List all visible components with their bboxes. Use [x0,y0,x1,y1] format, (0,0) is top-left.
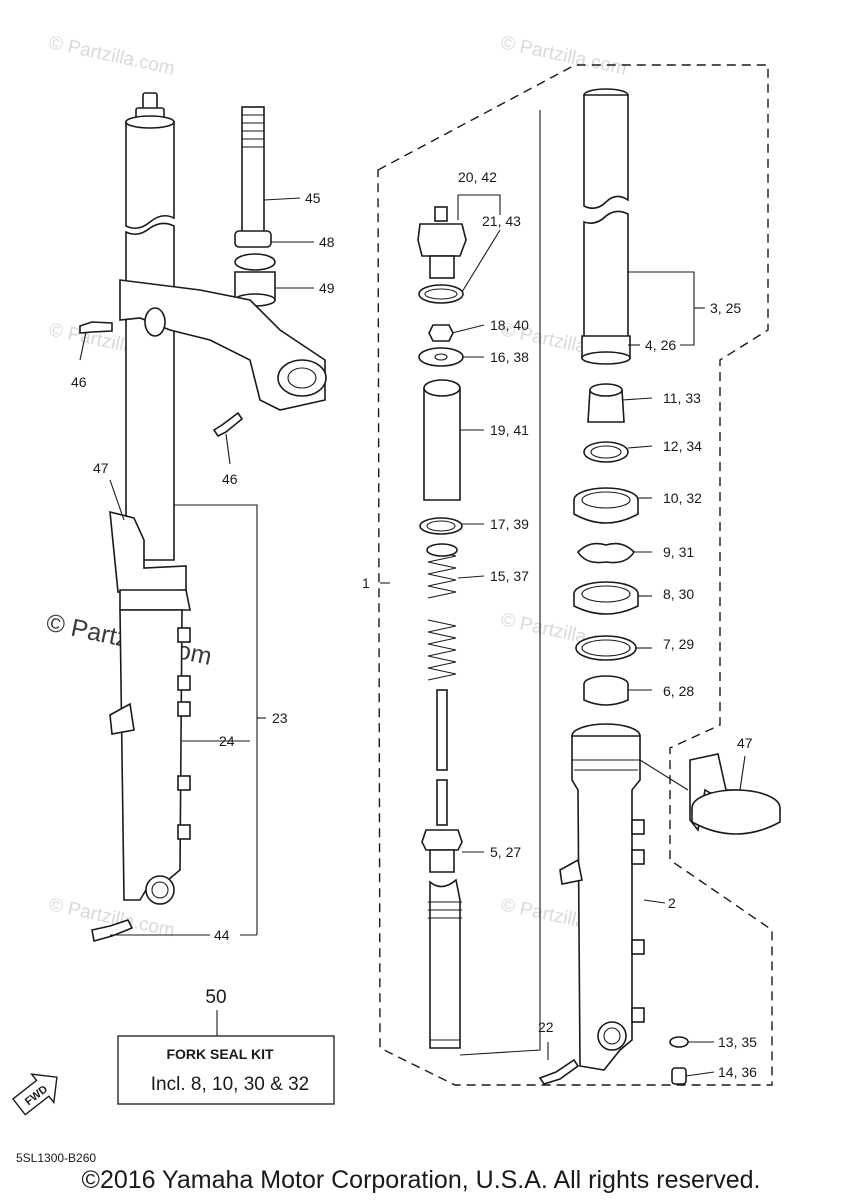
damper-parts [417,206,580,1085]
label-10-32: 10, 32 [663,490,702,506]
label-2: 2 [668,895,676,911]
right-labels: 3, 25 4, 26 11, 33 12, 34 10, 32 9, 31 8… [645,300,757,1080]
label-15-37: 15, 37 [490,568,529,584]
label-20-42: 20, 42 [458,169,497,185]
assembled-fork [79,92,244,943]
label-48: 48 [319,234,335,250]
label-1: 1 [362,575,370,591]
label-17-39: 17, 39 [490,516,529,532]
label-23: 23 [272,710,288,726]
fwd-arrow-icon: FWD [11,1073,58,1116]
kit-title: FORK SEAL KIT [166,1046,274,1062]
label-13-35: 13, 35 [718,1034,757,1050]
diagram-code: 5SL1300-B260 [16,1151,96,1165]
label-5-27: 5, 27 [490,844,521,860]
tube-parts [559,88,781,1085]
label-6-28: 6, 28 [663,683,694,699]
label-49: 49 [319,280,335,296]
label-44: 44 [214,927,230,943]
watermark: © Partzilla.com [47,32,177,79]
label-47-left: 47 [93,460,109,476]
copyright: ©2016 Yamaha Motor Corporation, U.S.A. A… [82,1166,761,1194]
label-46-lower: 46 [222,471,238,487]
steering-stem [119,106,327,411]
label-46-left: 46 [71,374,87,390]
label-3-25: 3, 25 [710,300,741,316]
right-leaders [621,271,746,1077]
left-labels: 45 48 49 46 46 47 23 24 44 [71,190,335,943]
middle-leaders [380,110,549,1060]
middle-labels: 20, 42 21, 43 18, 40 16, 38 19, 41 17, 3… [362,169,554,1035]
kit-contents: Incl. 8, 10, 30 & 32 [151,1074,309,1095]
exploded-view-outline [377,64,773,1086]
label-24: 24 [219,733,235,749]
label-45: 45 [305,190,321,206]
label-21-43: 21, 43 [482,213,521,229]
kit-box [117,1035,335,1105]
label-16-38: 16, 38 [490,349,529,365]
label-18-40: 18, 40 [490,317,529,333]
label-19-41: 19, 41 [490,422,529,438]
kit-number: 50 [205,987,226,1008]
label-14-36: 14, 36 [718,1064,757,1080]
label-47-right: 47 [737,735,753,751]
label-12-34: 12, 34 [663,438,702,454]
fork-seal-kit: 50 FORK SEAL KIT Incl. 8, 10, 30 & 32 [117,987,335,1105]
watermark: © Partzilla.com [499,32,629,79]
label-4-26: 4, 26 [645,337,676,353]
label-22: 22 [538,1019,554,1035]
label-7-29: 7, 29 [663,636,694,652]
label-8-30: 8, 30 [663,586,694,602]
left-leaders [79,197,314,936]
label-9-31: 9, 31 [663,544,694,560]
label-11-33: 11, 33 [663,390,701,406]
